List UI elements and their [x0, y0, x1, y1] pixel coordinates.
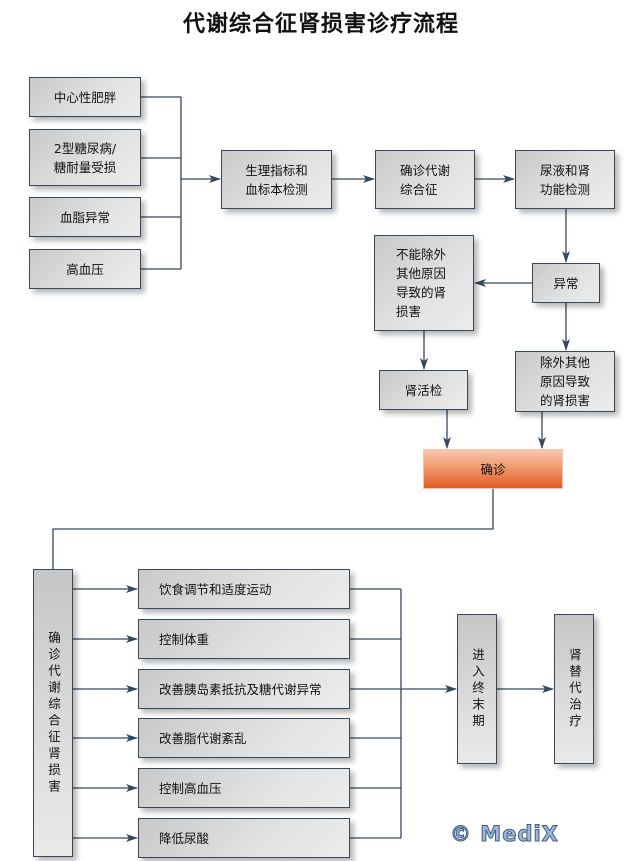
treatment-uric-acid: 降低尿酸 [138, 818, 350, 858]
step-renal-biopsy: 肾活检 [379, 370, 468, 410]
risk-factor-diabetes: 2型糖尿病/ 糖耐量受损 [29, 129, 141, 186]
step-end-stage: 进入终末期 [457, 614, 497, 764]
treatment-blood-pressure: 控制高血压 [138, 768, 350, 808]
step-confirm-diagnosis: 确诊 [423, 449, 563, 489]
step-abnormal: 异常 [532, 263, 600, 303]
treatment-weight-control: 控制体重 [138, 619, 350, 659]
risk-factor-dyslipidemia: 血脂异常 [29, 197, 141, 237]
diagnosis-ms-kidney-damage: 确诊代谢综合征肾损害 [33, 569, 73, 857]
treatment-diet-exercise: 饮食调节和适度运动 [138, 569, 350, 609]
step-physiological-tests: 生理指标和 血标本检测 [221, 150, 332, 209]
step-cannot-exclude-other-causes: 不能除外 其他原因 导致的肾 损害 [374, 235, 474, 331]
medix-watermark: © MediX [450, 822, 559, 847]
risk-factor-central-obesity: 中心性肥胖 [29, 77, 141, 117]
risk-factor-hypertension: 高血压 [29, 249, 141, 289]
connector-confirm-to-diagnosis [52, 489, 494, 569]
step-renal-replacement: 肾替代治疗 [554, 614, 594, 764]
treatment-lipid-metabolism: 改善脂代谢紊乱 [138, 718, 350, 758]
step-renal-tests: 尿液和肾 功能检测 [515, 150, 615, 209]
step-exclude-other-causes: 除外其他 原因导致 的肾损害 [515, 351, 615, 412]
treatment-insulin-resistance: 改善胰岛素抵抗及糖代谢异常 [138, 669, 350, 709]
page-title: 代谢综合征肾损害诊疗流程 [182, 11, 459, 37]
step-diagnose-metabolic-syndrome: 确诊代谢 综合征 [375, 150, 475, 209]
